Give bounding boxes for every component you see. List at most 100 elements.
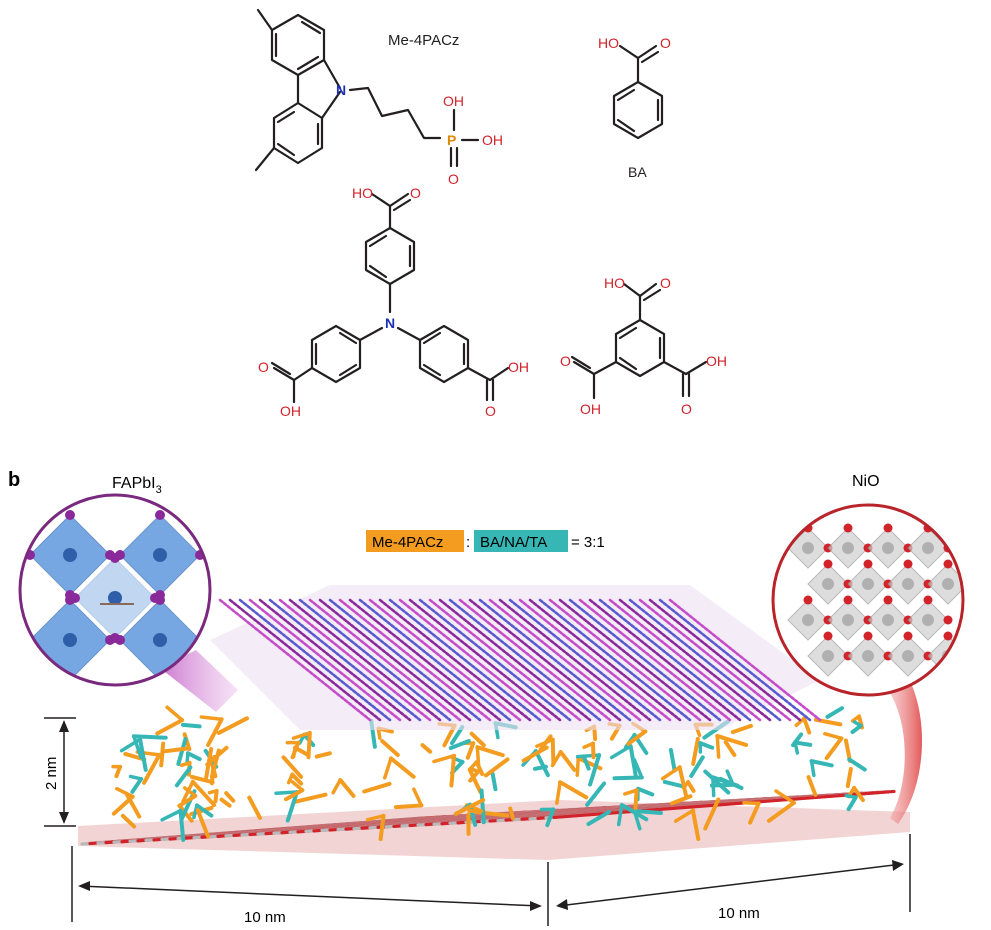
oxygen-atom	[903, 631, 913, 641]
me4pacz-molecule	[715, 734, 721, 759]
left-inset-beam	[160, 650, 238, 712]
me4pacz-molecule	[484, 757, 510, 778]
me4pacz-molecule	[120, 813, 137, 829]
me4pacz-molecule	[703, 797, 721, 831]
me4pacz-p-atom: P	[447, 132, 456, 148]
ta-ho-top: HO	[604, 275, 625, 291]
me4pacz-molecule	[690, 808, 701, 841]
na-oh-top: HO	[352, 185, 373, 201]
oxygen-atom	[943, 631, 953, 641]
perovskite-row	[488, 598, 642, 722]
oxygen-atom	[964, 652, 973, 661]
me4pacz-molecule	[670, 794, 693, 806]
me4pacz-molecule	[691, 736, 700, 766]
ni-atom	[882, 614, 894, 626]
coadsorbate-molecule	[703, 769, 731, 795]
ba-ho: HO	[598, 35, 619, 51]
nio-row	[552, 789, 896, 820]
coadsorbate-ratio-box	[474, 530, 568, 552]
me4pacz-molecule	[723, 740, 737, 757]
me4pacz-molecule	[575, 756, 581, 777]
molecule-na: HO O N O OH OH O	[258, 185, 529, 419]
me4pacz-molecule	[286, 772, 295, 785]
perovskite-row	[368, 598, 522, 722]
me4pacz-molecule	[291, 731, 312, 740]
me4pacz-name: Me-4PACz	[388, 32, 459, 49]
pb-atom	[153, 548, 167, 562]
coadsorbate-molecule	[192, 803, 199, 820]
thickness-label: 2 nm	[43, 757, 60, 790]
me4pacz-molecule	[432, 753, 456, 764]
coadsorbate-molecule	[575, 753, 601, 759]
coadsorbate-molecule	[809, 759, 834, 768]
oxygen-atom	[863, 631, 873, 641]
ni-atom	[802, 614, 814, 626]
perovskite-row	[508, 598, 662, 722]
me4pacz-molecule	[802, 716, 812, 735]
me4pacz-molecule	[582, 741, 595, 750]
perovskite-row	[398, 598, 552, 722]
me4pacz-molecule	[794, 716, 806, 728]
me4pacz-molecule	[850, 714, 861, 723]
me4pacz-molecule	[467, 767, 483, 794]
sam-molecule-layer	[111, 705, 867, 842]
perovskite-row	[338, 598, 492, 722]
perovskite-row	[618, 598, 772, 722]
me4pacz-molecule	[845, 766, 853, 789]
coadsorbate-molecule	[689, 755, 705, 778]
coadsorbate-molecule	[119, 737, 142, 753]
me4pacz-molecule	[283, 788, 305, 802]
ratio-value: = 3:1	[571, 534, 605, 551]
me4pacz-molecule	[660, 765, 682, 781]
oxygen-atom	[803, 595, 813, 605]
oxygen-atom	[883, 595, 893, 605]
me4pacz-molecule	[824, 736, 844, 761]
me4pacz-molecule	[207, 789, 219, 795]
me4pacz-molecule	[550, 750, 563, 768]
me4pacz-molecule	[195, 808, 210, 839]
perovskite-row	[558, 598, 712, 722]
me4pacz-molecule	[292, 792, 328, 804]
me4pacz-molecule	[558, 750, 577, 772]
width-label-right: 10 nm	[718, 905, 760, 922]
ni-atom	[842, 614, 854, 626]
ta-o-left: O	[560, 353, 571, 369]
me4pacz-molecule	[453, 797, 486, 816]
coadsorbate-molecule	[698, 741, 715, 750]
nio-label: NiO	[852, 473, 880, 490]
iodide-atom	[110, 553, 120, 563]
me4pacz-molecule	[673, 808, 695, 823]
pb-atom	[63, 548, 77, 562]
coadsorbate-molecule	[160, 808, 183, 822]
perovskite-row	[458, 598, 612, 722]
coadsorbate-molecule	[285, 789, 299, 823]
ta-oh-left: OH	[580, 401, 601, 417]
perovskite-row	[498, 598, 652, 722]
ta-o-right: O	[681, 401, 692, 417]
ratio-me4pacz: Me-4PACz	[372, 534, 443, 551]
oxygen-atom	[823, 631, 833, 641]
ni-atom	[922, 542, 934, 554]
me4pacz-molecule	[290, 780, 305, 792]
perovskite-row	[598, 598, 752, 722]
me4pacz-molecule	[160, 746, 190, 754]
me4pacz-molecule	[362, 781, 392, 794]
me4pacz-molecule	[165, 705, 184, 722]
coadsorbate-molecule	[178, 808, 186, 842]
me4pacz-molecule	[558, 780, 589, 800]
iodide-atom	[65, 510, 75, 520]
perovskite-row	[658, 598, 812, 722]
coadsorbate-molecule	[844, 793, 858, 800]
me4pacz-molecule	[449, 753, 457, 788]
me4pacz-o-bottom: O	[448, 171, 459, 187]
me4pacz-molecule	[538, 734, 553, 752]
coadsorbate-molecule	[809, 759, 816, 778]
iodide-atom	[155, 510, 165, 520]
na-o-left: O	[258, 359, 269, 375]
perovskite-row	[228, 598, 382, 722]
perovskite-row	[298, 598, 452, 722]
me4pacz-molecule	[219, 797, 232, 808]
perovskite-row	[258, 598, 412, 722]
me4pacz-molecule	[331, 778, 342, 795]
molecule-ba: HO O BA	[598, 35, 671, 180]
